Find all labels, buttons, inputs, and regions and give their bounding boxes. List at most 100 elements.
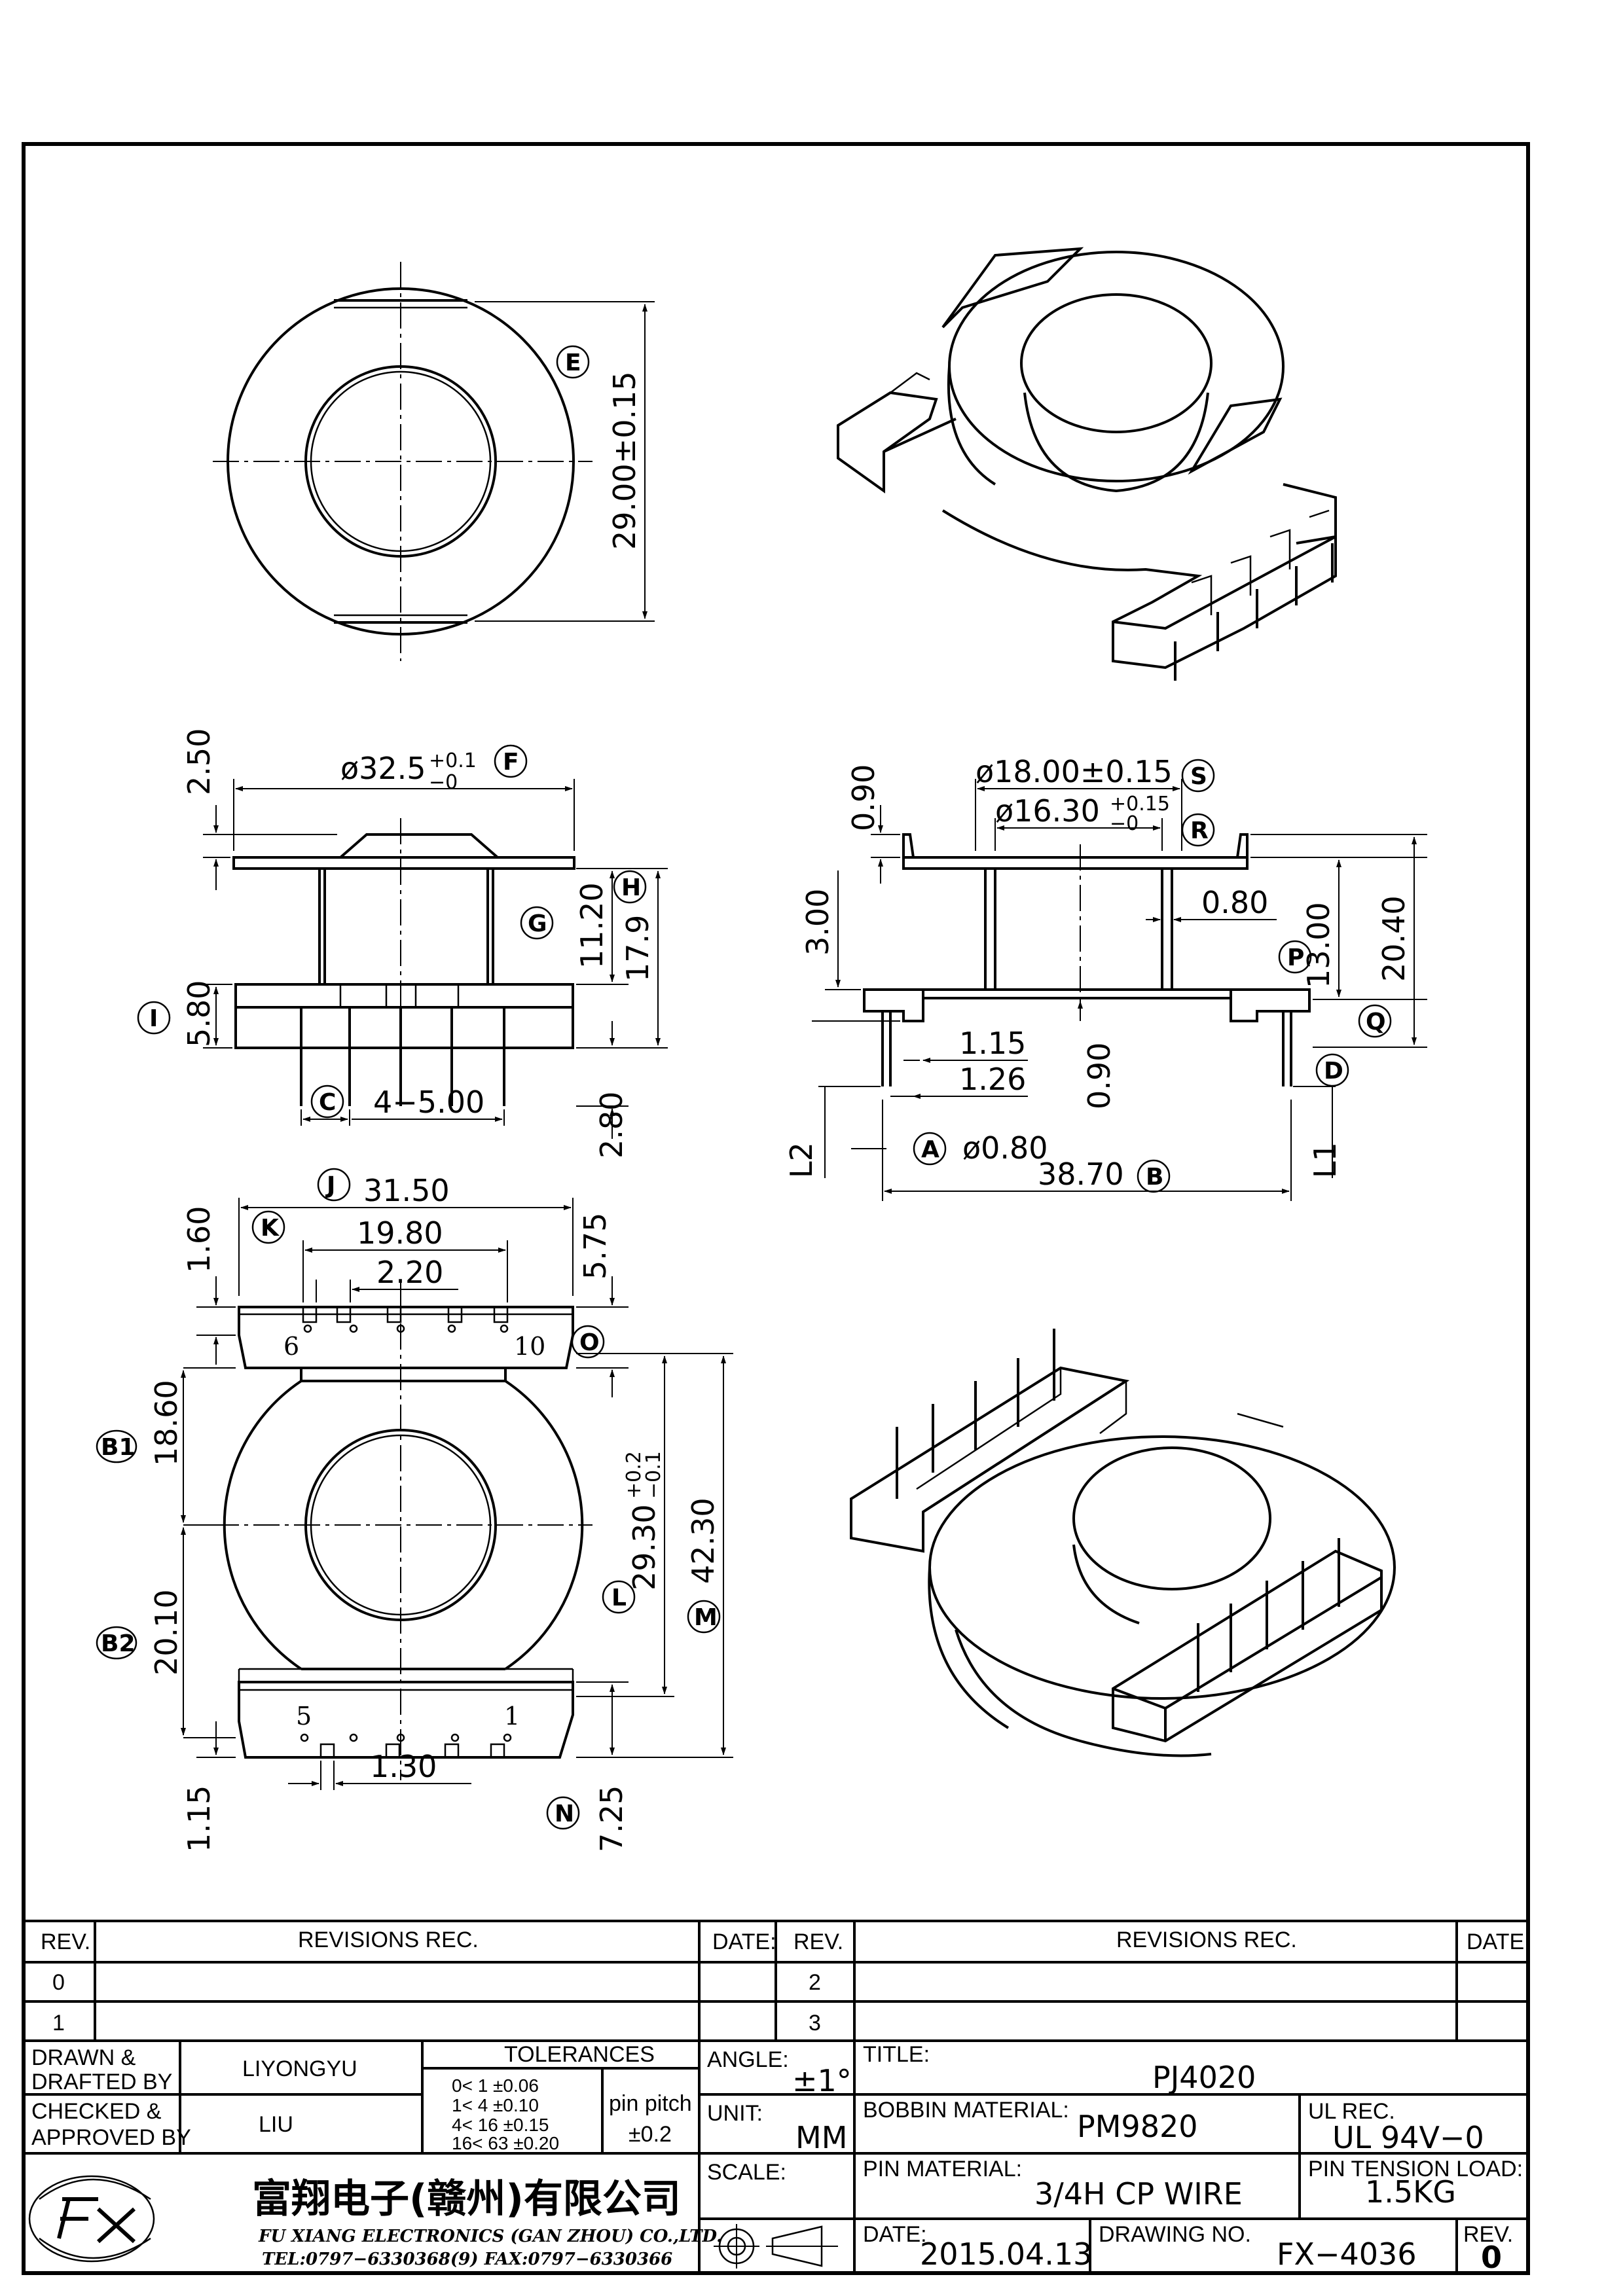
- bubble-b1: B1: [101, 1434, 136, 1461]
- bubble-c: C: [319, 1089, 336, 1116]
- checked-label-line1: CHECKED &: [31, 2099, 162, 2124]
- dim-1-60: 1.60: [181, 1206, 217, 1273]
- pin-pitch-value: ±0.2: [629, 2122, 672, 2147]
- bubble-m: M: [694, 1604, 718, 1631]
- side-view: 0.90 ø18.00±0.15 S ø16.30 +0.15 −0 R 3.0…: [784, 754, 1427, 1201]
- dim-31-50: 31.50: [363, 1173, 450, 1208]
- company-name-cn: 富翔电子(赣州)有限公司: [252, 2176, 681, 2222]
- bubble-s: S: [1190, 763, 1207, 790]
- drawing-no-value: FX−4036: [1277, 2236, 1417, 2272]
- dim-dia-16-30-plus: +0.15: [1110, 793, 1170, 816]
- top-view: 29.00±0.15 E: [213, 262, 655, 661]
- bubble-f: F: [503, 749, 519, 776]
- date-value: 2015.04.13: [920, 2236, 1092, 2272]
- revisions-header-left: REVISIONS REC.: [298, 1928, 479, 1952]
- bubble-a: A: [921, 1136, 939, 1163]
- company-name-en: FU XIANG ELECTRONICS (GAN ZHOU) CO.,LTD.: [258, 2227, 722, 2246]
- dim-17-9: 17.9: [620, 915, 655, 982]
- dim-29-30: 29.30: [627, 1504, 662, 1590]
- dim-20-10: 20.10: [149, 1589, 184, 1676]
- unit-label: UNIT:: [707, 2101, 763, 2126]
- title-block: REV. REVISIONS REC. DATE: REV. REVISIONS…: [24, 1920, 1531, 2275]
- drawing-no-label: DRAWING NO.: [1099, 2222, 1251, 2247]
- dim-1-15-bottom: 1.15: [181, 1785, 217, 1852]
- tol-row-0: 0< 1 ±0.06: [452, 2075, 539, 2096]
- title-label: TITLE:: [863, 2042, 930, 2067]
- bubble-k: K: [261, 1215, 280, 1242]
- projection-symbol: [714, 2224, 838, 2269]
- dim-42-30: 42.30: [685, 1498, 721, 1584]
- dim-29-30-minus: −0.1: [642, 1451, 665, 1499]
- angle-value: ±1°: [792, 2063, 852, 2098]
- dim-11-20: 11.20: [574, 882, 610, 969]
- bubble-g: G: [528, 910, 547, 937]
- date-header-left: DATE:: [712, 1929, 776, 1954]
- date-label: DATE:: [863, 2222, 927, 2247]
- dim-0-90-base: 0.90: [1082, 1043, 1117, 1109]
- dim-dia-0-80: ø0.80: [962, 1130, 1048, 1166]
- revisions-header-right: REVISIONS REC.: [1116, 1928, 1297, 1952]
- bubble-j: J: [325, 1172, 335, 1199]
- front-view: ø32.5 +0.1 −0 F 2.50 G 11.20 17.9 H 5.80…: [137, 728, 668, 1158]
- rev-row-0: 0: [52, 1970, 65, 1995]
- pin-number-5: 5: [296, 1702, 312, 1731]
- dim-2-80: 2.80: [594, 1092, 629, 1158]
- dim-2-20: 2.20: [376, 1255, 443, 1290]
- drawing-border: [22, 142, 1530, 2275]
- pin-number-1: 1: [504, 1702, 520, 1731]
- pin-tension-label: PIN TENSION LOAD:: [1308, 2157, 1523, 2181]
- checked-by: LIU: [259, 2112, 293, 2137]
- dim-0-90-top: 0.90: [846, 764, 881, 831]
- bubble-p: P: [1287, 944, 1304, 971]
- dim-38-70: 38.70: [1038, 1157, 1124, 1192]
- bubble-d: D: [1324, 1058, 1343, 1085]
- dim-5-80: 5.80: [181, 980, 217, 1047]
- rev-row-1: 1: [52, 2011, 65, 2036]
- bubble-i: I: [149, 1005, 158, 1032]
- pin-tension-value: 1.5KG: [1365, 2174, 1456, 2210]
- pin-material-label: PIN MATERIAL:: [863, 2157, 1022, 2181]
- dim-5-75: 5.75: [577, 1213, 613, 1280]
- dim-dia-16-30-minus: −0: [1110, 812, 1139, 835]
- bubble-b: B: [1146, 1164, 1163, 1191]
- ul-rec-value: UL 94V−0: [1332, 2120, 1484, 2155]
- isometric-view-bottom: [850, 1329, 1396, 1757]
- checked-label-line2: APPROVED BY: [31, 2125, 191, 2150]
- dim-3-00: 3.00: [800, 889, 835, 956]
- dim-20-40: 20.40: [1376, 895, 1412, 982]
- dim-29-30-plus: +0.2: [623, 1451, 646, 1499]
- bubble-r: R: [1190, 817, 1209, 844]
- dim-7-25: 7.25: [594, 1785, 629, 1852]
- rev-header-left: REV.: [41, 1929, 90, 1954]
- bubble-b2: B2: [101, 1630, 136, 1657]
- dim-dia-32-5-minus: −0: [429, 771, 458, 794]
- company-logo: [28, 2175, 155, 2263]
- ul-rec-label: UL REC.: [1308, 2099, 1395, 2124]
- bottom-view: 6 10 5 1 31.50 J: [96, 1168, 733, 1852]
- dim-dia-18-00: ø18.00±0.15: [976, 754, 1173, 789]
- rev-row-2: 2: [809, 1970, 821, 1995]
- pin-material-value: 3/4H CP WIRE: [1034, 2176, 1243, 2212]
- dim-13-00: 13.00: [1301, 902, 1336, 988]
- tol-row-2: 4< 16 ±0.15: [452, 2115, 549, 2135]
- rev-header-right: REV.: [793, 1929, 843, 1954]
- bubble-h: H: [621, 874, 641, 901]
- drawn-label-line2: DRAFTED BY: [31, 2070, 172, 2094]
- bubble-o: O: [579, 1329, 600, 1356]
- dim-l2: L2: [784, 1142, 819, 1178]
- isometric-view-top: [837, 247, 1337, 681]
- company-contact: TEL:0797−6330368(9) FAX:0797−6330366: [262, 2250, 672, 2269]
- drawn-by: LIYONGYU: [242, 2056, 357, 2081]
- dim-dia-16-30: ø16.30: [995, 793, 1100, 829]
- pin-pitch-label: pin pitch: [609, 2091, 692, 2116]
- dim-1-26: 1.26: [959, 1062, 1026, 1097]
- dim-4-5-00: 4−5.00: [373, 1085, 484, 1120]
- tol-row-3: 16< 63 ±0.20: [452, 2133, 559, 2153]
- dim-1-15: 1.15: [959, 1026, 1026, 1061]
- bobbin-material-label: BOBBIN MATERIAL:: [863, 2098, 1069, 2123]
- unit-value: MM: [795, 2120, 847, 2155]
- tol-row-1: 1< 4 ±0.10: [452, 2095, 539, 2115]
- tolerances-label: TOLERANCES: [504, 2042, 655, 2067]
- pin-number-10: 10: [514, 1332, 545, 1361]
- rev-row-3: 3: [809, 2011, 821, 2036]
